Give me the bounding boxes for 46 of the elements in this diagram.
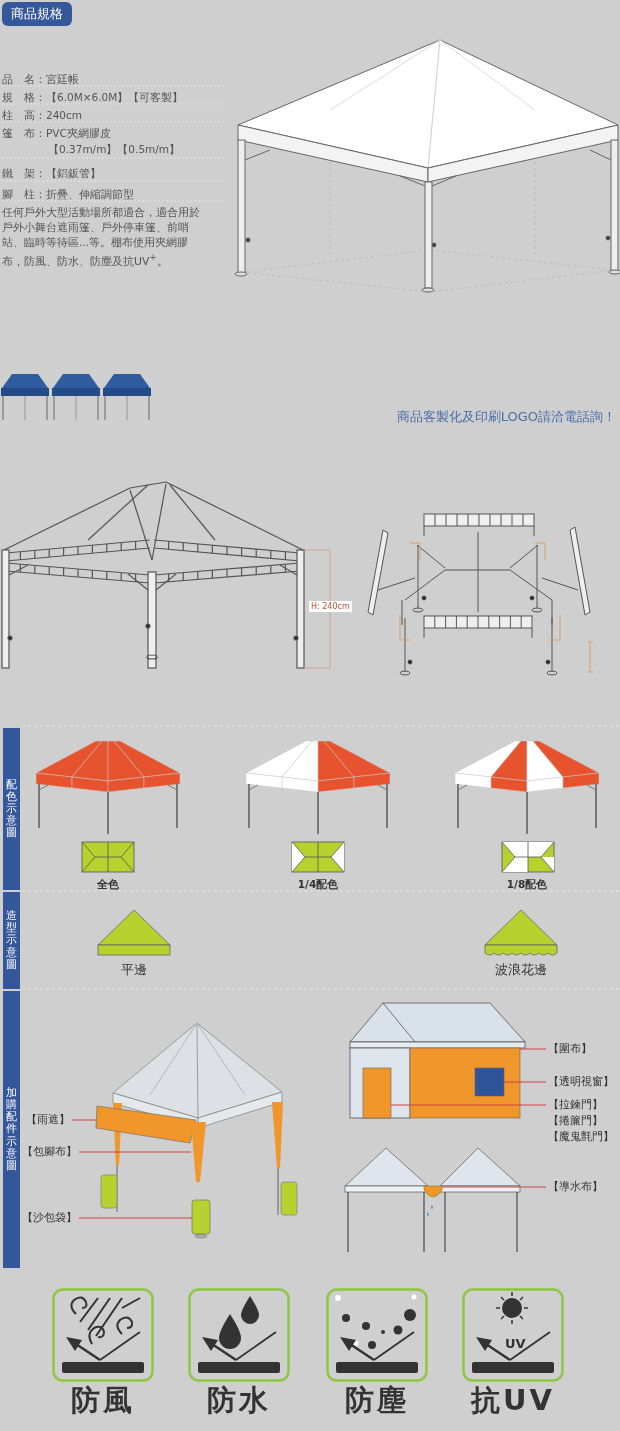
feature-label: 防水 <box>206 1382 272 1418</box>
callout-label: 【雨遮】 <box>26 1113 70 1127</box>
feature-label: 防塵 <box>344 1382 410 1418</box>
section-band: 加購配件示意圖 <box>3 991 20 1268</box>
pattern-caption: 1/4配色 <box>296 878 340 892</box>
spec-text: 腳 柱：折疊、伸縮調節型 <box>2 187 134 201</box>
feature-label: 防風 <box>70 1382 136 1418</box>
height-label: H: 240cm <box>309 601 352 612</box>
sandbag <box>191 1199 211 1235</box>
callout-label: 【沙包袋】 <box>22 1211 77 1225</box>
description-text: 任何戶外大型活動場所都適合，適合用於戶外小舞台遮雨篷、戶外停車篷、前哨站、臨時等待區...等。棚布使用夾網膠布，防風、防水、防塵及抗UV$^{+}$。 <box>2 205 201 269</box>
section-band: 配色示意圖 <box>3 728 20 890</box>
icon-text: UV <box>505 1336 526 1351</box>
leader-line <box>441 1186 547 1188</box>
spec-text: 鐵 架：【鋁鈑管】 <box>2 166 101 180</box>
callout-label: 【導水布】 <box>548 1180 603 1194</box>
callout-label: 【拉鍊門】 <box>548 1098 603 1112</box>
contact-note: 商品客製化及印刷LOGO請洽電話詢！ <box>395 408 616 426</box>
window-panel <box>474 1067 505 1097</box>
section-band: 造型示意圖 <box>3 892 20 989</box>
leader-line <box>78 1217 193 1219</box>
leader-line <box>390 1104 547 1106</box>
callout-label: 【透明視窗】 <box>548 1075 614 1089</box>
callout-label: 【圍布】 <box>548 1042 592 1056</box>
spec-text: 篷 布：PVC夾網膠皮 <box>2 126 111 140</box>
callout-label: 【捲簾門】 <box>548 1114 603 1128</box>
callout-label: 【魔鬼氈門】 <box>548 1130 614 1144</box>
leader-line <box>519 1048 547 1050</box>
spec-text: 品 名：宮廷帳 <box>2 72 79 86</box>
door-panel <box>362 1067 392 1119</box>
leg-cover <box>191 1122 206 1182</box>
spec-text: 規 格：【6.0M×6.0M】【可客製】 <box>2 90 184 104</box>
shape-caption: 平邊 <box>120 961 148 979</box>
spec-text: 【0.37m/m】【0.5m/m】 <box>48 142 181 156</box>
spec-text: 柱 高：240cm <box>2 108 83 122</box>
feature-label: 抗UV <box>469 1382 556 1418</box>
side-wall <box>409 1047 521 1119</box>
shape-caption: 波浪花邊 <box>494 961 548 979</box>
leader-line <box>78 1151 192 1153</box>
pattern-caption: 全色 <box>96 878 120 892</box>
pattern-caption: 1/8配色 <box>505 878 549 892</box>
rain-gutter <box>423 1185 443 1198</box>
leader-line <box>71 1119 97 1121</box>
section-badge: 商品規格 <box>2 2 72 26</box>
callout-label: 【包腳布】 <box>22 1145 77 1159</box>
leader-line <box>503 1081 547 1083</box>
